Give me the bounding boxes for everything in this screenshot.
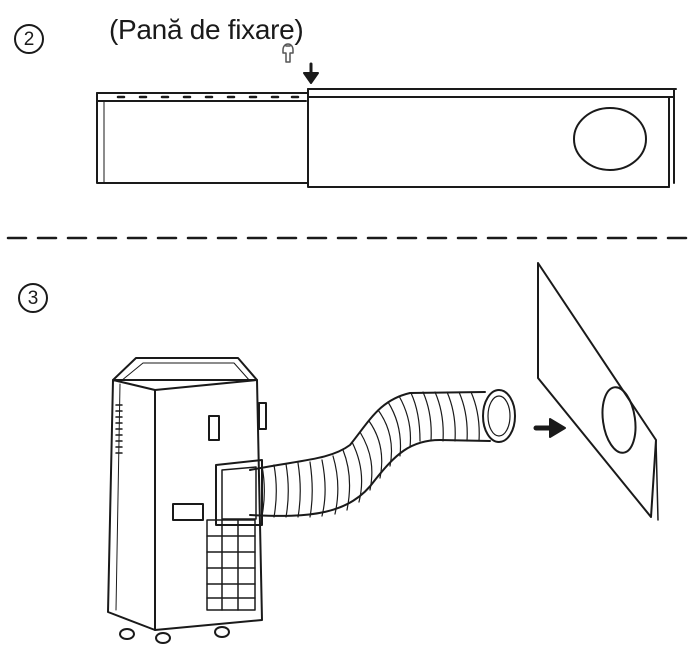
- rear-filter-grille: [206, 519, 256, 611]
- down-arrow-icon: [303, 62, 319, 84]
- portable-air-conditioner: [107, 357, 267, 644]
- window-slider-kit: [96, 43, 677, 188]
- exhaust-hose: [249, 389, 516, 518]
- window-slider-panel: [537, 262, 659, 521]
- right-arrow-icon: [533, 418, 566, 438]
- slider-panel-left: [96, 92, 309, 184]
- exhaust-hole: [573, 107, 647, 171]
- fixing-wedge-icon: [282, 43, 294, 63]
- hose-end: [482, 389, 516, 443]
- wheels: [119, 626, 230, 644]
- slider-panel-right: [307, 88, 677, 188]
- side-grille: [115, 404, 123, 454]
- ac-handle: [172, 503, 204, 521]
- panel-exhaust-hole: [601, 386, 637, 454]
